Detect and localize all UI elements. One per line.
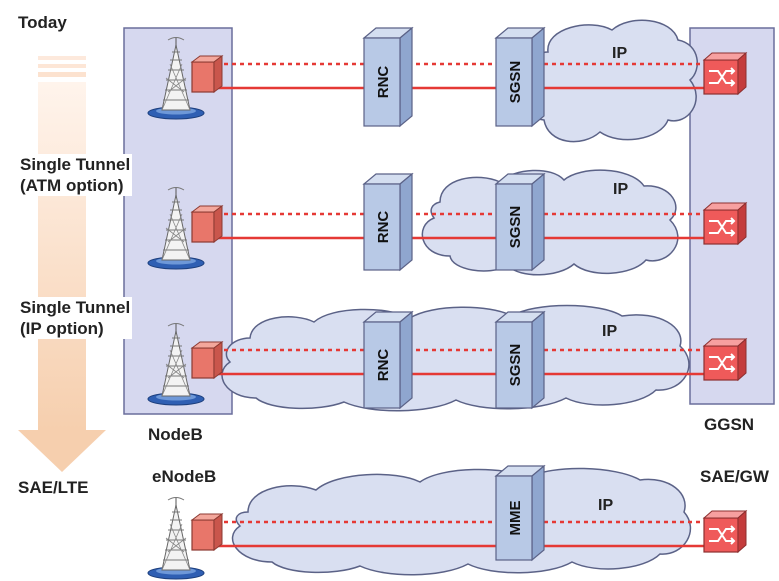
ip-label-row2: IP <box>613 181 628 198</box>
ip-label-row1: IP <box>612 45 627 62</box>
sae-gw-label: SAE/GW <box>700 467 769 486</box>
nodeb-label: NodeB <box>148 425 203 444</box>
stage-label-single-tunnel-atm: Single Tunnel (ATM option) <box>18 154 133 196</box>
ip-cloud-row4: IP <box>231 467 691 576</box>
ip-label-row4: IP <box>598 497 613 514</box>
router-icon-row3 <box>702 337 748 382</box>
ip-cloud-row2: IP <box>421 169 679 276</box>
sgsn-label-row3: SGSN <box>507 344 524 387</box>
sgsn-box-row2: SGSN <box>494 172 546 272</box>
stage-label-single-tunnel-ip: Single Tunnel (IP option) <box>18 297 133 339</box>
enodeb-label: eNodeB <box>152 467 217 486</box>
ggsn-label: GGSN <box>704 415 755 434</box>
router-icon-row4 <box>702 509 748 554</box>
antenna-icon-row1 <box>147 37 224 120</box>
ip-label-row3: IP <box>602 323 617 340</box>
tunnel-lines <box>216 62 706 548</box>
stage-label-today: Today <box>18 13 67 32</box>
sgsn-label-row2: SGSN <box>507 206 524 249</box>
router-icon-row2 <box>702 201 748 246</box>
sgsn-label-row1: SGSN <box>507 61 524 104</box>
router-icon-row1 <box>702 51 748 96</box>
rnc-label-row1: RNC <box>375 66 392 99</box>
rnc-box-row2: RNC <box>362 172 414 272</box>
sgsn-box-row3: SGSN <box>494 310 546 410</box>
ip-cloud-row1: IP <box>523 19 698 143</box>
antenna-icon-row3 <box>147 323 224 406</box>
stage-label-sae-lte: SAE/LTE <box>18 478 89 497</box>
mme-box: MME <box>494 464 546 562</box>
rnc-box-row3: RNC <box>362 310 414 410</box>
sgsn-box-row1: SGSN <box>494 26 546 128</box>
rnc-box-row1: RNC <box>362 26 414 128</box>
antenna-icon-row4 <box>147 497 224 580</box>
antenna-icon-row2 <box>147 187 224 270</box>
rnc-label-row3: RNC <box>375 349 392 382</box>
evolution-arrow <box>18 56 106 472</box>
ip-cloud-row3: IP <box>221 304 690 412</box>
mme-label: MME <box>507 501 524 536</box>
rnc-label-row2: RNC <box>375 211 392 244</box>
